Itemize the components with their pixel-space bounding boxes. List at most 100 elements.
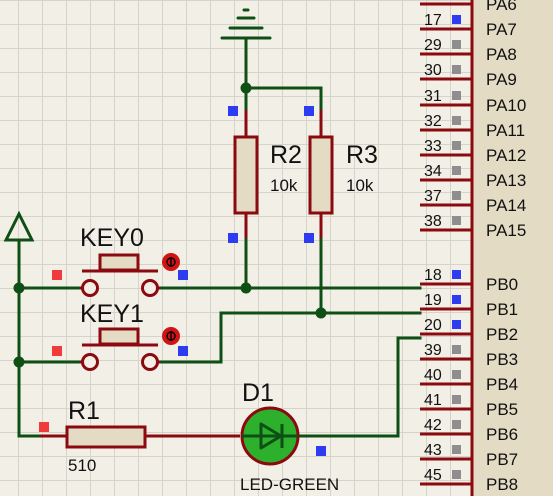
mcu-pin-number: 32 — [424, 113, 442, 130]
r1-body — [65, 425, 147, 449]
mcu-pin-name: PA13 — [486, 171, 526, 190]
mcu-pin-name: PB6 — [486, 425, 518, 444]
mcu-chip[interactable]: 16 PA6 17 PA7 29 PA8 30 PA9 31 PA10 32 PA11 33 PA12 34… — [420, 0, 553, 496]
mcu-body — [470, 0, 553, 496]
mcu-pin-marker — [452, 65, 461, 74]
r3-body — [308, 135, 334, 215]
mcu-pins: 16 PA6 17 PA7 29 PA8 30 PA9 31 PA10 32 PA11 33 PA12 34… — [420, 0, 526, 494]
junction-dot — [240, 282, 252, 294]
r3-ref-label: R3 — [346, 141, 378, 169]
mcu-pin-name: PA14 — [486, 196, 526, 215]
junction-dot — [315, 307, 327, 319]
mcu-pin-number: 43 — [424, 442, 442, 459]
key0-ref-label: KEY0 — [80, 224, 144, 252]
junction-dot — [13, 282, 25, 294]
mcu-pin-number: 19 — [424, 292, 442, 309]
mcu-pin-name: PA9 — [486, 70, 517, 89]
marker-red — [52, 346, 62, 356]
key1-actuator-icon[interactable] — [162, 327, 180, 345]
resistor-r2[interactable] — [233, 110, 259, 238]
marker-red — [39, 422, 49, 432]
marker-blue — [228, 106, 238, 116]
mcu-pin-number: 31 — [424, 88, 442, 105]
mcu-pin-name: PB4 — [486, 375, 518, 394]
pushbutton-key1[interactable] — [80, 327, 160, 371]
mcu-pin-name: PB2 — [486, 325, 518, 344]
mcu-pin-name: PB5 — [486, 400, 518, 419]
marker-blue — [304, 233, 314, 243]
mcu-pin-name: PA12 — [486, 146, 526, 165]
mcu-pin-marker — [452, 141, 461, 150]
wire-pullup-top — [244, 86, 323, 112]
resistor-r3[interactable] — [308, 110, 334, 238]
mcu-pin-marker — [452, 420, 461, 429]
r2-ref-label: R2 — [270, 141, 302, 169]
mcu-pin-number: 17 — [424, 12, 442, 29]
mcu-pin-number: 29 — [424, 37, 442, 54]
mcu-pin-name: PB3 — [486, 350, 518, 369]
mcu-pin-marker — [452, 15, 461, 24]
mcu-pin-marker — [452, 40, 461, 49]
mcu-pin-number: 37 — [424, 188, 442, 205]
mcu-pin-number: 16 — [424, 0, 442, 4]
junction-dot — [240, 82, 252, 94]
mcu-pin-number: 45 — [424, 467, 442, 484]
mcu-pin-number: 18 — [424, 267, 442, 284]
pin-markers — [39, 106, 326, 456]
mcu-pin-marker — [452, 166, 461, 175]
r1-value-label: 510 — [68, 456, 96, 475]
mcu-pin-name: PB1 — [486, 300, 518, 319]
mcu-pin-number: 38 — [424, 213, 442, 230]
mcu-pin-marker — [452, 470, 461, 479]
mcu-pin-name: PA7 — [486, 20, 517, 39]
r1-ref-label: R1 — [68, 397, 100, 425]
marker-red — [52, 270, 62, 280]
mcu-pin-marker — [452, 295, 461, 304]
mcu-pin-marker — [452, 216, 461, 225]
led-d1[interactable] — [240, 406, 300, 466]
mcu-pin-name: PB7 — [486, 450, 518, 469]
r2-value-label: 10k — [270, 176, 298, 195]
key0-actuator-icon[interactable] — [162, 253, 180, 271]
r2-body — [233, 135, 259, 215]
mcu-pin-number: 20 — [424, 317, 442, 334]
diode-arrow-icon — [259, 422, 283, 450]
marker-blue — [228, 233, 238, 243]
mcu-pin-number: 34 — [424, 163, 442, 180]
mcu-pin-number: 42 — [424, 417, 442, 434]
wire-led-out — [298, 336, 422, 438]
mcu-pin-name: PA15 — [486, 221, 526, 240]
mcu-pin-number: 40 — [424, 367, 442, 384]
pushbutton-key0[interactable] — [80, 253, 160, 297]
mcu-pin-marker — [452, 191, 461, 200]
d1-value-label: LED-GREEN — [240, 475, 339, 494]
mcu-pin-marker — [452, 320, 461, 329]
mcu-pin-name: PA8 — [486, 45, 517, 64]
mcu-pin-name: PB8 — [486, 475, 518, 494]
junction-dot — [13, 356, 25, 368]
d1-ref-label: D1 — [242, 379, 274, 407]
mcu-pin-marker — [452, 370, 461, 379]
marker-blue — [304, 106, 314, 116]
mcu-pin-marker — [452, 91, 461, 100]
mcu-pin-number: 39 — [424, 342, 442, 359]
wire-pb1-right — [158, 311, 422, 364]
mcu-pin-name: PA11 — [486, 121, 525, 140]
mcu-pin-marker — [452, 345, 461, 354]
mcu-pin-marker — [452, 395, 461, 404]
mcu-pin-name: PA6 — [486, 0, 517, 14]
mcu-pin-number: 33 — [424, 138, 442, 155]
mcu-pin-name: PB0 — [486, 275, 518, 294]
power-terminal[interactable] — [3, 210, 35, 250]
mcu-pin-marker — [452, 116, 461, 125]
mcu-pin-number: 30 — [424, 62, 442, 79]
mcu-pin-marker — [452, 270, 461, 279]
marker-blue — [316, 446, 326, 456]
ground-symbol[interactable] — [220, 8, 272, 40]
marker-blue — [178, 270, 188, 280]
resistor-r1[interactable] — [40, 425, 240, 449]
key1-ref-label: KEY1 — [80, 300, 144, 328]
mcu-pin-name: PA10 — [486, 96, 526, 115]
marker-blue — [178, 346, 188, 356]
